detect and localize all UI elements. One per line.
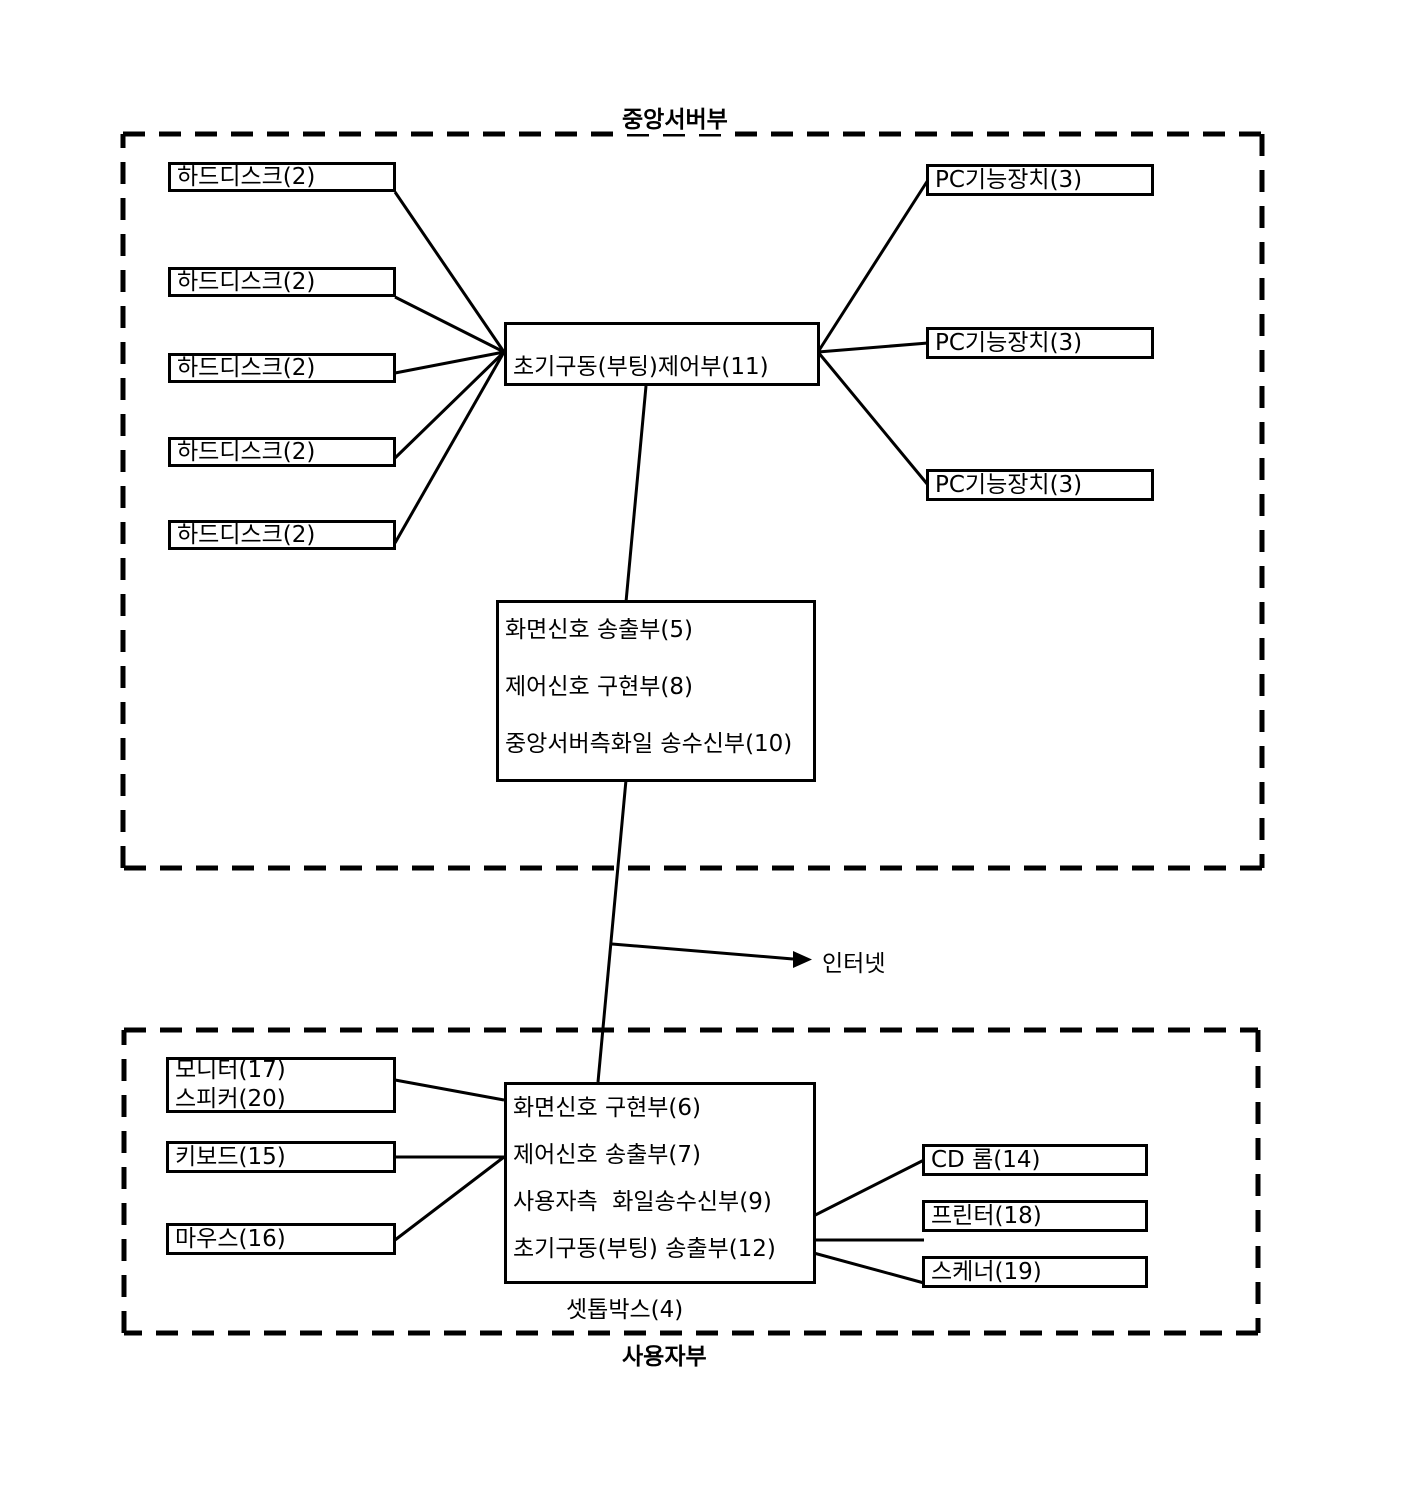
harddisk-label: 하드디스크(2)	[177, 354, 316, 381]
pc-function-device-label: PC기능장치(3)	[935, 329, 1083, 356]
scanner-box: 스케너(19)	[922, 1256, 1148, 1288]
server-module-line-2: 제어신호 구현부(8)	[505, 674, 694, 700]
settopbox-caption: 셋톱박스(4)	[562, 1290, 688, 1324]
pc-function-device-box-1: PC기능장치(3)	[926, 164, 1154, 196]
pc-function-device-box-2: PC기능장치(3)	[926, 327, 1154, 359]
pc-function-device-label: PC기능장치(3)	[935, 166, 1083, 193]
harddisk-label: 하드디스크(2)	[177, 268, 316, 295]
monitor-speaker-box: 모니터(17) 스피커(20)	[166, 1057, 396, 1113]
central-server-module-box: 화면신호 송출부(5) 제어신호 구현부(8) 중앙서버측화일 송수신부(10)	[496, 600, 816, 782]
pc-device-connectors	[816, 179, 930, 486]
pc-function-device-label: PC기능장치(3)	[935, 471, 1083, 498]
set-top-box-line-4: 초기구동(부팅) 송출부(12)	[513, 1236, 776, 1262]
printer-box: 프린터(18)	[922, 1200, 1148, 1232]
harddisk-label: 하드디스크(2)	[177, 521, 316, 548]
boot-controller-box: 초기구동(부팅)제어부(11)	[504, 322, 820, 386]
input-device-connectors	[394, 1078, 505, 1242]
printer-label: 프린터(18)	[931, 1202, 1042, 1229]
cd-rom-label: CD 롬(14)	[931, 1146, 1041, 1173]
boot-to-server-module-connector	[624, 385, 648, 603]
monitor-label: 모니터(17)	[175, 1057, 286, 1083]
mouse-box: 마우스(16)	[166, 1223, 396, 1255]
boot-controller-label: 초기구동(부팅)제어부(11)	[513, 354, 769, 380]
harddisk-box-2: 하드디스크(2)	[168, 267, 396, 297]
scanner-label: 스케너(19)	[931, 1258, 1042, 1285]
harddisk-box-3: 하드디스크(2)	[168, 353, 396, 383]
harddisk-connectors	[393, 191, 506, 544]
user-region-label: 사용자부	[618, 1337, 711, 1371]
set-top-box: 화면신호 구현부(6) 제어신호 송출부(7) 사용자측 화일송수신부(9) 초…	[504, 1082, 816, 1284]
user-part-boundary	[121, 1027, 1261, 1336]
internet-label: 인터넷	[818, 944, 890, 978]
pc-function-device-box-3: PC기능장치(3)	[926, 469, 1154, 501]
harddisk-box-4: 하드디스크(2)	[168, 437, 396, 467]
harddisk-label: 하드디스크(2)	[177, 438, 316, 465]
server-module-line-1: 화면신호 송출부(5)	[505, 617, 694, 643]
set-top-box-line-1: 화면신호 구현부(6)	[513, 1095, 702, 1121]
keyboard-box: 키보드(15)	[166, 1141, 396, 1173]
central-server-boundary	[120, 131, 1265, 871]
server-module-line-3: 중앙서버측화일 송수신부(10)	[505, 731, 793, 757]
cd-rom-box: CD 롬(14)	[922, 1144, 1148, 1176]
harddisk-box-5: 하드디스크(2)	[168, 520, 396, 550]
central-server-region-label: 중앙서버부	[618, 100, 732, 134]
set-top-box-line-3: 사용자측 화일송수신부(9)	[513, 1189, 772, 1215]
set-top-box-line-2: 제어신호 송출부(7)	[513, 1142, 702, 1168]
speaker-label: 스피커(20)	[175, 1086, 286, 1112]
harddisk-box-1: 하드디스크(2)	[168, 162, 396, 192]
keyboard-label: 키보드(15)	[175, 1143, 286, 1170]
internet-arrow	[611, 942, 812, 968]
mouse-label: 마우스(16)	[175, 1225, 286, 1252]
harddisk-label: 하드디스크(2)	[177, 163, 316, 190]
internet-trunk-connector	[596, 779, 628, 1083]
